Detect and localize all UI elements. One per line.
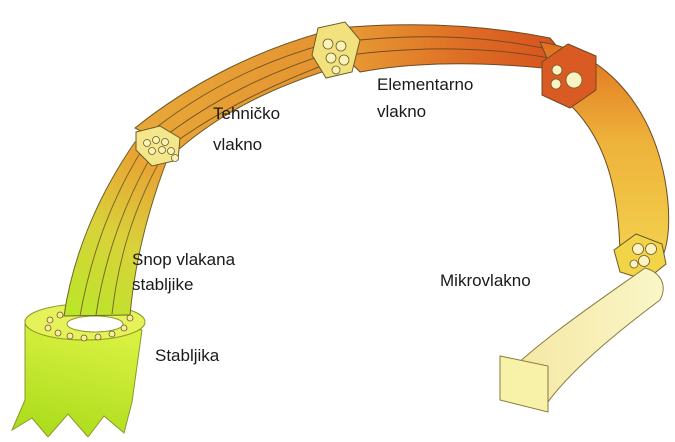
label-microfibril: Mikrovlakno	[440, 270, 531, 292]
label-elementary-fiber-line1: Elementarno	[377, 74, 473, 96]
label-fiber-bundle-line1: Snop vlakana	[132, 249, 235, 271]
stem-shape	[12, 304, 145, 437]
label-technical-fiber-line1: Tehničko	[213, 103, 280, 125]
elementary-fiber-shape	[312, 22, 578, 78]
label-stem: Stabljika	[155, 345, 219, 367]
label-technical-fiber-line2: vlakno	[213, 134, 262, 156]
microfibril-shape	[500, 42, 669, 412]
label-elementary-fiber-line2: vlakno	[377, 101, 426, 123]
label-fiber-bundle-line2: stabljike	[132, 274, 193, 296]
